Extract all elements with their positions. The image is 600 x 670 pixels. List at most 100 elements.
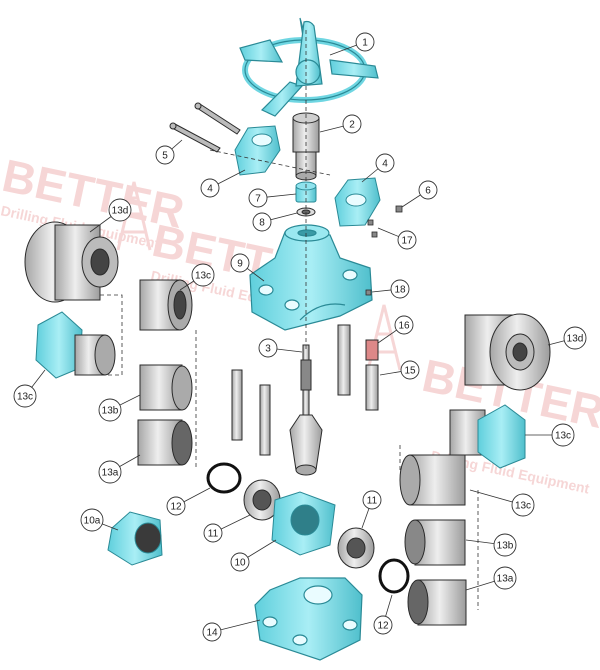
callout-number: 13c	[17, 392, 33, 403]
callout-number: 4	[382, 159, 388, 170]
callout-circle	[493, 566, 517, 590]
callout-number: 1	[362, 38, 368, 49]
callout-c13dL: 13d	[89, 198, 132, 233]
seal-ring-left	[206, 462, 242, 494]
callout-circle	[355, 32, 375, 52]
callout-c13aL: 13a	[98, 454, 141, 484]
callout-c17: 17	[377, 227, 417, 250]
seal-ring-right	[378, 558, 410, 594]
callout-number: 13b	[497, 541, 514, 552]
callout-number: 11	[208, 529, 219, 540]
callout-number: 13d	[112, 206, 129, 217]
callout-circle	[362, 490, 382, 510]
callout-number: 13b	[102, 406, 119, 417]
callout-c10a: 10a	[80, 508, 119, 532]
callout-c1: 1	[329, 32, 375, 56]
callout-circle	[98, 398, 122, 422]
callout-circle	[200, 178, 220, 198]
seat-ring-right	[337, 527, 375, 569]
callout-circle	[511, 493, 535, 517]
bonnet	[249, 224, 373, 331]
callout-c13bR: 13b	[465, 533, 517, 557]
callout-c13cR2: 13c	[469, 489, 535, 517]
callout-c12a: 12	[166, 487, 211, 516]
callout-circle	[248, 188, 268, 208]
callout-c5: 5	[155, 139, 183, 165]
callout-c4b: 4	[361, 153, 395, 183]
callout-number: 10	[234, 558, 246, 569]
callout-circle	[252, 212, 272, 232]
callout-c13bL: 13b	[98, 394, 141, 422]
callout-c13cL1: 13c	[179, 263, 215, 291]
callout-number: 2	[349, 120, 355, 131]
callout-circle	[203, 523, 223, 543]
callout-c13cL2: 13c	[13, 369, 46, 408]
adapter-13a-right	[407, 579, 467, 626]
callout-number: 9	[237, 259, 243, 270]
adapter-13c-left-top	[139, 279, 193, 331]
handwheel	[239, 17, 379, 117]
callout-c13aR: 13a	[465, 566, 517, 591]
callout-circle	[394, 315, 414, 335]
callout-circle	[342, 114, 362, 134]
callout-circle	[191, 263, 215, 287]
callout-circle	[230, 552, 250, 572]
callout-number: 13a	[497, 574, 514, 585]
callout-circle	[258, 338, 278, 358]
callout-number: 4	[207, 184, 213, 195]
callout-circle	[80, 508, 104, 532]
callout-circle	[166, 496, 186, 516]
small-screws	[365, 205, 403, 296]
yoke-half-right	[334, 177, 381, 227]
callout-circle	[13, 384, 37, 408]
callout-circle	[375, 153, 395, 173]
long-bolts	[169, 102, 241, 153]
callout-c3: 3	[258, 338, 303, 358]
hammer-union-13c-right	[449, 404, 526, 469]
callout-circle	[230, 253, 250, 273]
callout-number: 3	[265, 344, 271, 355]
callout-c13dR: 13d	[547, 326, 587, 350]
callout-c18: 18	[371, 279, 410, 299]
callout-c11b: 11	[361, 490, 382, 529]
callouts: 12344567891010a1111121213a13b13c13c13d13…	[13, 32, 587, 642]
flange-13d-right	[464, 313, 551, 391]
callout-c16: 16	[377, 315, 414, 344]
callout-circle	[493, 533, 517, 557]
callout-circle	[202, 622, 222, 642]
seat-ring-left	[243, 479, 281, 521]
adapter-13b-left	[139, 364, 193, 411]
callout-number: 6	[425, 186, 431, 197]
callout-c15: 15	[379, 360, 420, 380]
callout-number: 10a	[84, 516, 101, 527]
callout-circle	[98, 460, 122, 484]
callout-c12b: 12	[373, 594, 393, 635]
callout-number: 12	[170, 502, 182, 513]
callout-number: 8	[259, 218, 265, 229]
adapter-13c-right	[399, 454, 466, 506]
callout-c8: 8	[252, 212, 298, 232]
end-nut-10a	[107, 511, 163, 566]
callout-number: 18	[394, 285, 406, 296]
callout-number: 17	[401, 236, 413, 247]
flange-13d-left	[24, 221, 119, 303]
callout-c9: 9	[230, 253, 265, 282]
callout-c14: 14	[202, 619, 261, 642]
callout-number: 13c	[515, 501, 531, 512]
valve-body-base	[254, 577, 363, 661]
callout-circle	[373, 615, 393, 635]
adapter-13a-left	[137, 419, 193, 466]
callout-number: 5	[162, 151, 168, 162]
callout-number: 13c	[555, 431, 571, 442]
adapter-13b-right	[404, 519, 466, 566]
callout-number: 13c	[195, 271, 211, 282]
callout-c10: 10	[230, 539, 277, 572]
callout-c7: 7	[248, 188, 297, 208]
callout-number: 13d	[567, 334, 584, 345]
callout-c6: 6	[401, 180, 438, 208]
callout-number: 12	[377, 621, 389, 632]
callout-circle	[563, 326, 587, 350]
callout-number: 13a	[102, 468, 119, 479]
callout-number: 15	[404, 366, 416, 377]
